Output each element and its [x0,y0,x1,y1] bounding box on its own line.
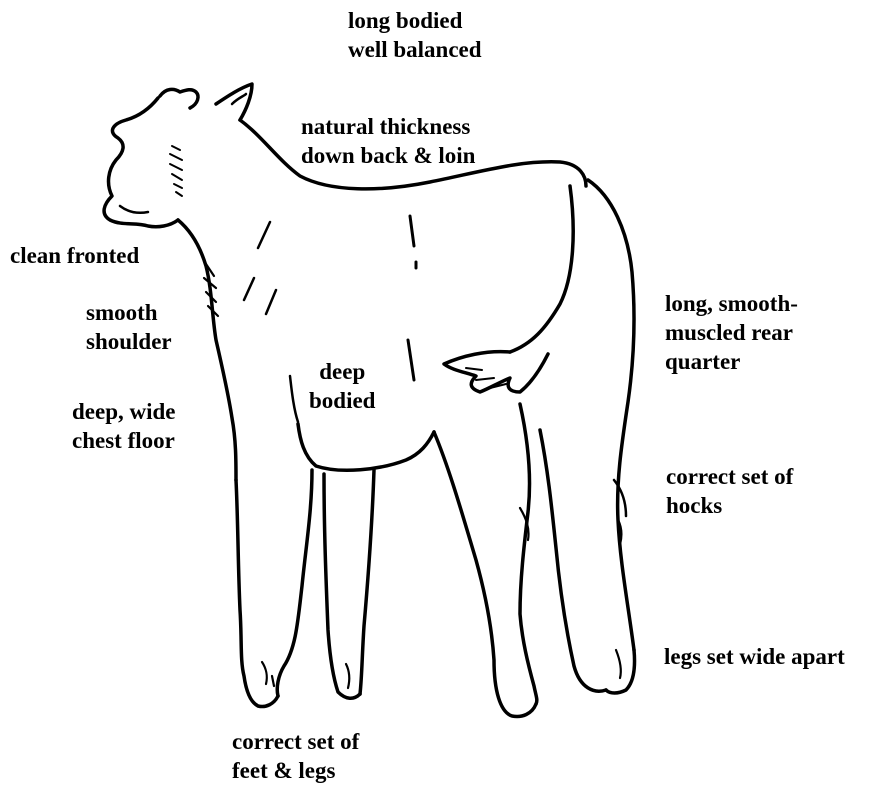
label-line: clean fronted [10,241,139,270]
label-line: down back & loin [301,141,475,170]
label-line: deep, wide [72,397,176,426]
belly-line [298,424,434,470]
deep-bodied-label: deep bodied [309,357,375,415]
label-line: shoulder [86,327,172,356]
clean-fronted-label: clean fronted [10,241,139,270]
rump-curve [588,180,634,650]
hocks-label: correct set of hocks [666,462,793,520]
left-ear-outline [160,89,198,108]
shoulder-line-2 [244,278,254,300]
label-line: chest floor [72,426,176,455]
legs-wide-label: legs set wide apart [664,642,845,671]
label-line: well balanced [348,35,482,64]
ear-inner [232,94,246,104]
label-line: correct set of [666,462,793,491]
label-line: smooth [86,298,172,327]
label-line: long bodied [348,6,482,35]
natural-thickness-label: natural thickness down back & loin [301,112,475,170]
elbow-line [290,376,298,422]
label-line: legs set wide apart [664,642,845,671]
front-leg-near-front [236,480,278,707]
long-bodied-label: long bodied well balanced [348,6,482,64]
label-line: quarter [665,347,798,376]
barrel-line-top [410,216,416,268]
front-leg-far-back [360,470,374,694]
pastern-far [616,650,621,678]
front-hoof-far [346,664,349,688]
hind-leg-near-back [520,404,537,704]
label-line: muscled rear [665,318,798,347]
label-line: hocks [666,491,793,520]
deep-wide-chest-label: deep, wide chest floor [72,397,176,455]
rear-quarter-label: long, smooth- muscled rear quarter [665,289,798,376]
front-leg-far-front [324,474,360,698]
head-outline [104,98,178,227]
smooth-shoulder-label: smooth shoulder [86,298,172,356]
feet-legs-label: correct set of feet & legs [232,727,359,785]
cheek-shading [170,146,182,196]
tail-line [510,186,573,352]
shoulder-line-1 [258,222,270,248]
label-line: correct set of [232,727,359,756]
barrel-line-mid [408,340,414,380]
front-hoof-near [262,662,274,686]
muzzle-line [120,206,148,213]
label-line: natural thickness [301,112,475,141]
shoulder-line-3 [266,290,276,314]
label-line: long, smooth- [665,289,798,318]
label-line: feet & legs [232,756,359,785]
hind-leg-far-front [540,430,606,691]
front-leg-near-back [277,470,312,696]
front-neck-line [178,220,236,480]
label-line: bodied [309,386,375,415]
label-line: deep [309,357,375,386]
